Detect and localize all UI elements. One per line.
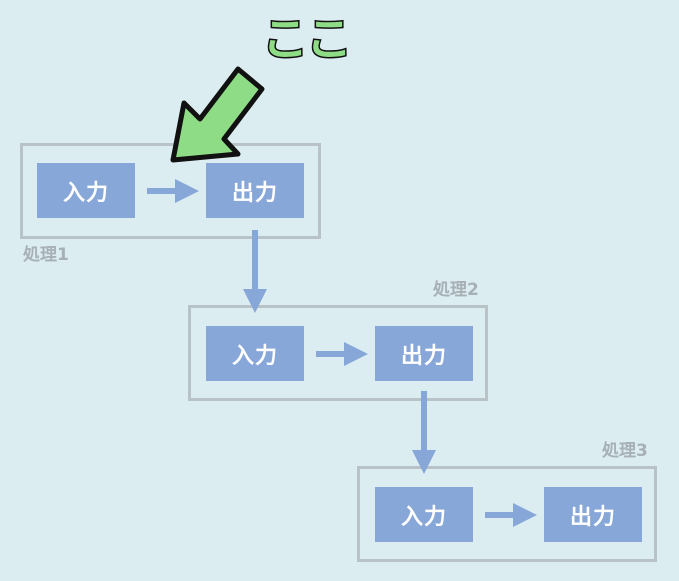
process-1-input-box: 入力 [37,163,135,218]
process-group-2-label: 処理2 [433,280,479,300]
process-group-3 [357,466,657,562]
process-3-input-box: 入力 [375,487,473,542]
process-group-3-label: 処理3 [602,441,648,461]
process-group-2 [188,305,488,401]
callout-label: ここ [261,12,354,66]
process-3-output-box: 出力 [544,487,642,542]
process-group-1-label: 処理1 [23,245,69,265]
process-1-output-box: 出力 [206,163,304,218]
callout-arrow-icon [170,66,265,163]
process-2-output-box: 出力 [375,326,473,381]
process-group-1 [20,143,321,239]
process-2-input-box: 入力 [206,326,304,381]
